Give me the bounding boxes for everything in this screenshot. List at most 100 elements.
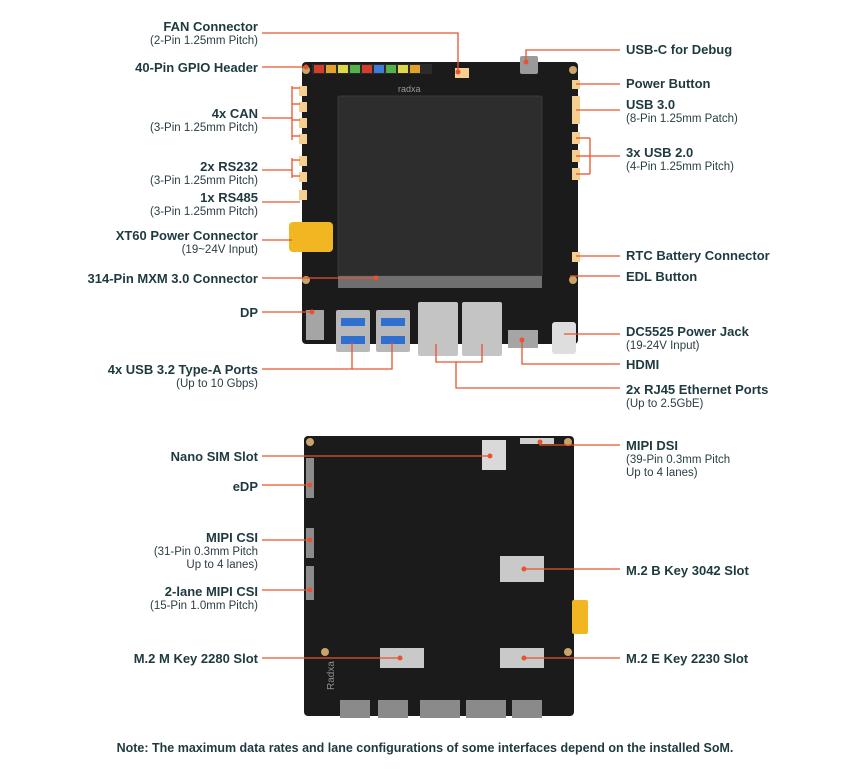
can-connectors	[299, 86, 307, 144]
label-sub: (2-Pin 1.25mm Pitch)	[149, 34, 258, 47]
top-board: radxa	[289, 56, 580, 356]
bottom-pcb	[304, 436, 574, 716]
label-rj45: 2x RJ45 Ethernet Ports (Up to 2.5GbE)	[626, 382, 768, 411]
label-title: 2x RS232	[200, 159, 258, 174]
label-title: M.2 E Key 2230 Slot	[626, 651, 749, 666]
label-title: MIPI DSI	[626, 438, 679, 453]
label-mipi-csi-2lane: 2-lane MIPI CSI (15-Pin 1.0mm Pitch)	[150, 584, 258, 613]
label-power-button: Power Button	[626, 76, 711, 92]
label-title: FAN Connector	[163, 19, 258, 34]
label-title: USB 3.0	[626, 97, 676, 112]
label-title: DC5525 Power Jack	[626, 324, 749, 339]
dc-jack	[552, 322, 576, 354]
label-xt60: XT60 Power Connector (19~24V Input)	[116, 228, 258, 257]
label-title: USB-C for Debug	[626, 42, 733, 57]
label-sub: (15-Pin 1.0mm Pitch)	[149, 599, 258, 612]
label-sub: (19-24V Input)	[626, 339, 700, 352]
bottom-ports	[340, 700, 542, 718]
label-title: 40-Pin GPIO Header	[135, 60, 258, 75]
label-sub: (Up to 10 Gbps)	[176, 377, 258, 390]
edp-connector	[306, 458, 314, 498]
mount-hole	[321, 648, 329, 656]
label-mxm-connector: 314-Pin MXM 3.0 Connector	[88, 271, 258, 287]
label-title: 3x USB 2.0	[626, 145, 694, 160]
label-title: 314-Pin MXM 3.0 Connector	[87, 271, 258, 286]
label-title: HDMI	[626, 357, 660, 372]
label-sub: (19~24V Input)	[181, 243, 258, 256]
rj45-ports	[418, 302, 502, 356]
label-mipi-csi: MIPI CSI (31-Pin 0.3mm Pitch Up to 4 lan…	[154, 530, 258, 573]
leader-dots	[303, 59, 543, 661]
board-brand-bottom: Radxa	[326, 661, 337, 690]
label-title: XT60 Power Connector	[115, 228, 258, 243]
board-brand-top: radxa	[398, 84, 421, 94]
nano-sim-slot	[482, 440, 506, 470]
label-usb20: 3x USB 2.0 (4-Pin 1.25mm Pitch)	[626, 145, 734, 174]
label-title: M.2 B Key 3042 Slot	[626, 563, 749, 578]
label-rtc-battery: RTC Battery Connector	[626, 248, 770, 264]
label-usb30: USB 3.0 (8-Pin 1.25mm Patch)	[626, 97, 738, 126]
xt60-connector-bottom	[572, 600, 588, 634]
label-sub: (31-Pin 0.3mm Pitch Up to 4 lanes)	[153, 545, 258, 572]
fan-connector	[455, 68, 469, 78]
label-edp: eDP	[233, 479, 258, 495]
label-dc-jack: DC5525 Power Jack (19-24V Input)	[626, 324, 749, 353]
label-sub: (39-Pin 0.3mm Pitch Up to 4 lanes)	[626, 453, 731, 480]
label-fan-connector: FAN Connector (2-Pin 1.25mm Pitch)	[150, 19, 258, 48]
label-title: 2x RJ45 Ethernet Ports	[626, 382, 769, 397]
label-usbc-debug: USB-C for Debug	[626, 42, 732, 58]
usbc-debug-port	[520, 56, 538, 74]
label-sub: (4-Pin 1.25mm Pitch)	[626, 160, 735, 173]
label-title: MIPI CSI	[205, 530, 258, 545]
label-sub: (3-Pin 1.25mm Pitch)	[149, 174, 258, 187]
label-can: 4x CAN (3-Pin 1.25mm Pitch)	[150, 106, 258, 135]
label-gpio-header: 40-Pin GPIO Header	[135, 60, 258, 76]
som-module	[337, 95, 543, 277]
mipi-dsi-connector	[520, 438, 554, 444]
label-title: 4x CAN	[211, 106, 258, 121]
label-edl-button: EDL Button	[626, 269, 697, 285]
label-dp: DP	[240, 305, 258, 321]
label-title: Nano SIM Slot	[170, 449, 258, 464]
usb-a-ports	[336, 310, 410, 352]
label-rs485: 1x RS485 (3-Pin 1.25mm Pitch)	[150, 190, 258, 219]
mount-hole	[569, 66, 577, 74]
label-title: eDP	[232, 479, 258, 494]
label-title: 4x USB 3.2 Type-A Ports	[107, 362, 258, 377]
label-sub: (3-Pin 1.25mm Pitch)	[149, 205, 258, 218]
xt60-connector	[289, 222, 333, 252]
dp-port	[306, 310, 324, 340]
leader-lines	[262, 32, 620, 659]
label-rs232: 2x RS232 (3-Pin 1.25mm Pitch)	[150, 159, 258, 188]
label-m2-b-key: M.2 B Key 3042 Slot	[626, 563, 749, 579]
label-usb-a: 4x USB 3.2 Type-A Ports (Up to 10 Gbps)	[108, 362, 258, 391]
label-mipi-dsi: MIPI DSI (39-Pin 0.3mm Pitch Up to 4 lan…	[626, 438, 730, 481]
mipi-csi-connector	[306, 528, 314, 558]
mount-hole	[569, 276, 577, 284]
label-title: EDL Button	[626, 269, 698, 284]
label-m2-m-key: M.2 M Key 2280 Slot	[134, 651, 258, 667]
label-title: Power Button	[626, 76, 711, 91]
gpio-header	[312, 64, 432, 74]
mount-hole	[564, 438, 572, 446]
mount-hole	[564, 648, 572, 656]
mxm-connector	[338, 276, 542, 288]
label-m2-e-key: M.2 E Key 2230 Slot	[626, 651, 748, 667]
label-title: M.2 M Key 2280 Slot	[133, 651, 258, 666]
bottom-board: Radxa	[304, 436, 588, 718]
rs232-rs485-connectors	[299, 156, 307, 200]
mount-hole	[302, 276, 310, 284]
footnote: Note: The maximum data rates and lane co…	[116, 741, 734, 755]
label-sub: (8-Pin 1.25mm Patch)	[626, 112, 738, 125]
label-title: 2-lane MIPI CSI	[164, 584, 258, 599]
label-title: DP	[239, 305, 258, 320]
label-hdmi: HDMI	[626, 357, 659, 373]
label-title: RTC Battery Connector	[626, 248, 770, 263]
label-sub: (3-Pin 1.25mm Pitch)	[149, 121, 258, 134]
label-nano-sim: Nano SIM Slot	[171, 449, 258, 465]
label-title: 1x RS485	[200, 190, 258, 205]
mount-hole	[306, 438, 314, 446]
label-sub: (Up to 2.5GbE)	[626, 397, 704, 410]
mipi-csi-2lane-connector	[306, 566, 314, 600]
